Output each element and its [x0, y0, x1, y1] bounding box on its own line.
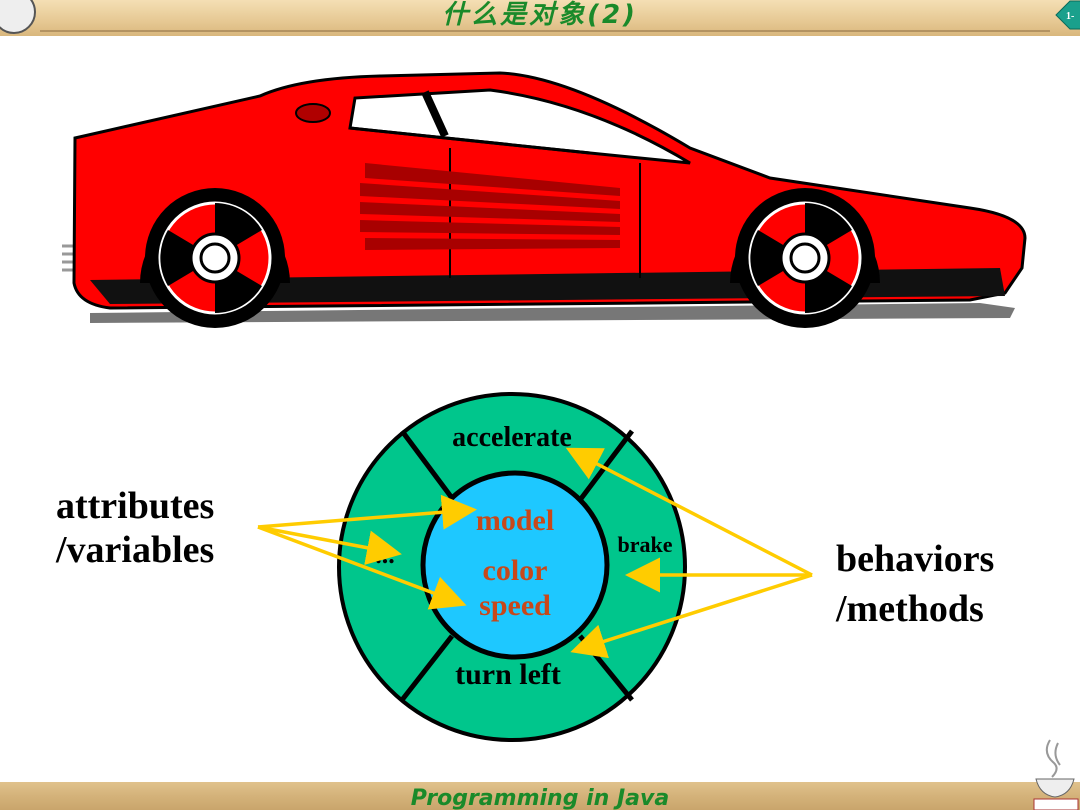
segment-ellipsis: ...: [375, 540, 395, 569]
attribute-model: model: [476, 504, 554, 537]
attributes-label: attributes /variables: [56, 485, 215, 571]
footer-text: Programming in Java: [410, 786, 670, 811]
slide-title: 什么是对象(2): [442, 0, 638, 30]
segment-turn-left: turn left: [455, 658, 561, 691]
segment-accelerate: accelerate: [452, 422, 572, 453]
header-rule: [40, 30, 1050, 32]
rear-wheel-icon: [145, 188, 285, 328]
header-bar: [0, 0, 1080, 36]
front-wheel-icon: [735, 188, 875, 328]
java-logo-icon: [1033, 739, 1079, 810]
attribute-arrows: [257, 494, 477, 610]
behaviors-label: behaviors /methods: [836, 538, 995, 630]
attribute-speed: speed: [479, 589, 551, 622]
side-vent: [360, 163, 620, 250]
page-number: 1-: [1066, 11, 1074, 22]
page-number-badge: 1-: [1055, 0, 1080, 30]
behavior-arrows: [565, 447, 813, 659]
footer-bar: [0, 782, 1080, 810]
car-illustration: [62, 71, 1027, 328]
attribute-color: color: [483, 554, 548, 587]
segment-brake: brake: [618, 532, 673, 557]
